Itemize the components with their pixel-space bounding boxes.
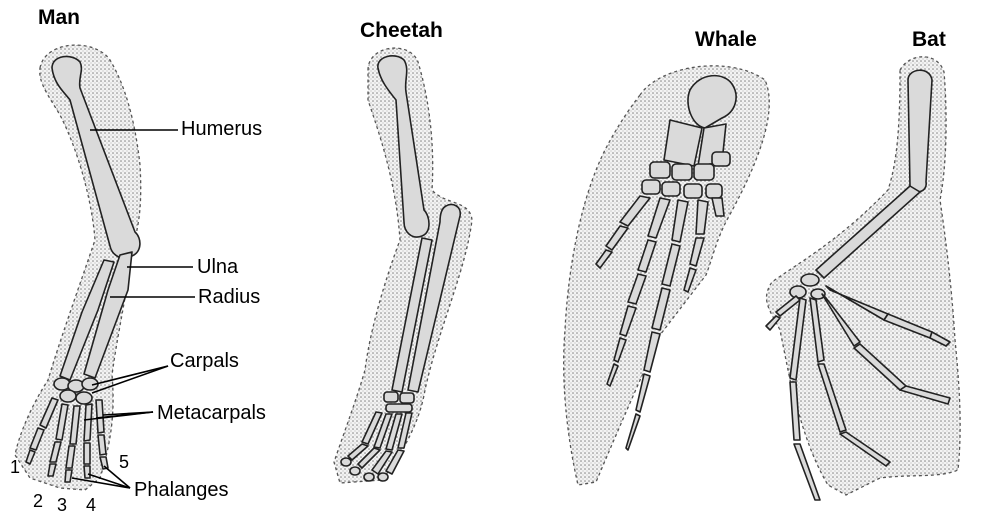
label-phalanges: Phalanges [134, 479, 229, 502]
title-whale: Whale [695, 28, 757, 52]
digit-number-2: 2 [33, 491, 43, 512]
label-humerus: Humerus [181, 118, 262, 141]
label-ulna: Ulna [197, 256, 238, 279]
digit-number-3: 3 [57, 495, 67, 516]
whale-limb [564, 66, 770, 485]
label-metacarpals: Metacarpals [157, 402, 266, 425]
digit-number-5: 5 [119, 452, 129, 473]
title-bat: Bat [912, 28, 946, 52]
digit-number-4: 4 [86, 495, 96, 516]
label-carpals: Carpals [170, 350, 239, 373]
cheetah-limb [334, 48, 472, 483]
bat-limb [766, 57, 960, 500]
digit-number-1: 1 [10, 457, 20, 478]
label-radius: Radius [198, 286, 260, 309]
title-cheetah: Cheetah [360, 19, 443, 43]
title-man: Man [38, 6, 80, 30]
